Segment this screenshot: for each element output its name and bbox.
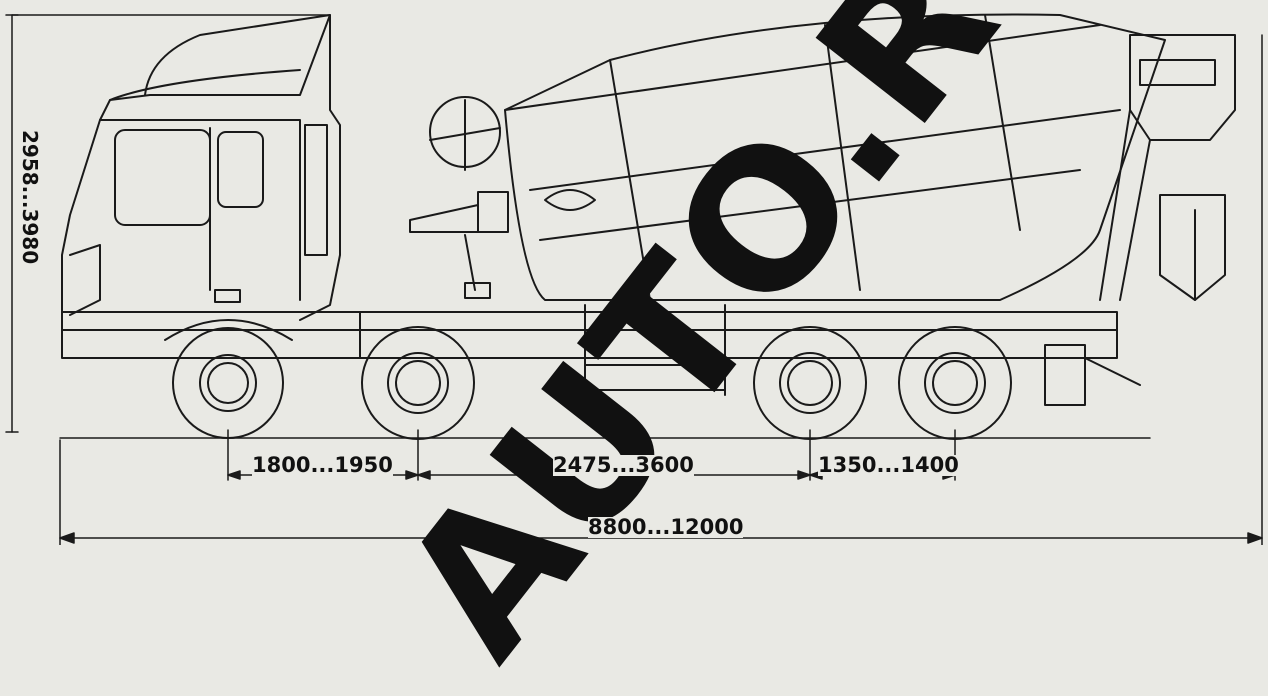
front-wheelbase-label: 1800...1950 [252, 453, 393, 477]
wheel-fourth [898, 326, 1012, 440]
mixer-drum [504, 13, 1166, 301]
mixer-truck-drawing: AUTO.RU 2958...3980 1800...1950 2475...3… [5, 0, 1263, 696]
loading-hopper [1099, 34, 1236, 301]
wheel-third [753, 326, 867, 440]
wheel-second [361, 326, 475, 440]
drum-drive [409, 191, 509, 299]
middle-wheelbase-label: 2475...3600 [553, 453, 694, 477]
chassis-frame [61, 304, 1141, 406]
overall-length-label: 8800...12000 [588, 515, 744, 539]
rear-wheelbase-label: 1350...1400 [818, 453, 959, 477]
height-dimension-label: 2958...3980 [18, 130, 42, 265]
cab [61, 14, 341, 331]
water-tank [429, 96, 501, 171]
wheel-front [164, 319, 293, 439]
